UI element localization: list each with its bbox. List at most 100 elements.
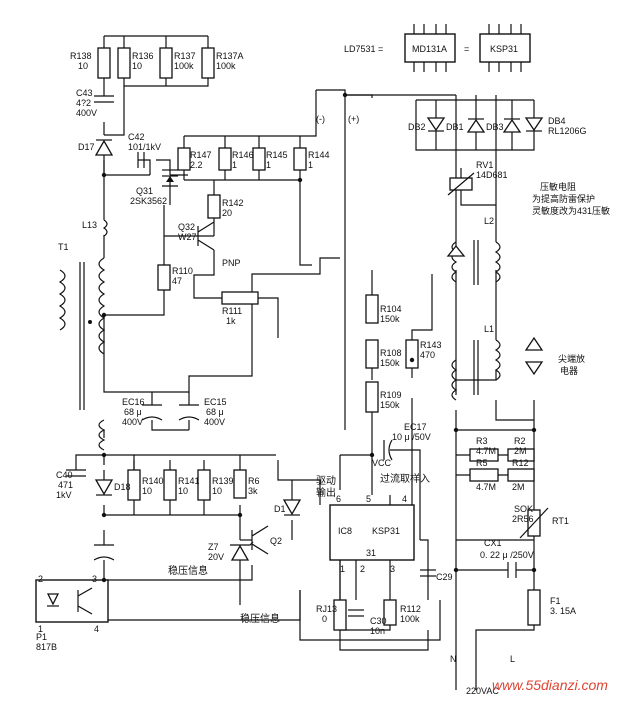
label-r110-value: 47 [172, 276, 182, 286]
label-c42-value: 101/1kV [128, 142, 161, 152]
resistor-r136 [117, 47, 131, 79]
wire-network [52, 35, 535, 690]
label-sok-value: 2R56 [512, 514, 534, 524]
resistor-r6 [233, 469, 247, 499]
label-r104: R104 [380, 304, 402, 314]
resistor-r141 [163, 469, 177, 501]
label-vcc: VCC [372, 458, 392, 468]
label-ec15: EC15 [204, 397, 227, 407]
label-r137: R137 [174, 51, 196, 61]
label-ksp31-box: KSP31 [490, 44, 518, 54]
label-r108-value: 150k [380, 358, 400, 368]
thermistor-rt1 [519, 507, 549, 539]
label-p1-pin2: 2 [38, 574, 43, 584]
label-plus: (+) [348, 114, 359, 124]
label-z7: Z7 [208, 542, 219, 552]
label-r2: R2 [514, 436, 526, 446]
label-c42: C42 [128, 132, 145, 142]
resistor-r140 [127, 469, 141, 501]
resistor-r142 [207, 194, 221, 219]
varistor-rv1 [447, 168, 496, 206]
transistor-q2 [240, 525, 269, 555]
junction-dots [101, 92, 537, 583]
inductor-l13 [102, 219, 108, 237]
zener-z7 [230, 541, 254, 561]
label-r5-value: 4.7M [476, 482, 496, 492]
label-pnp: PNP [222, 258, 241, 268]
label-r145: R145 [266, 150, 288, 160]
label-rt1: RT1 [552, 516, 569, 526]
resistor-r146 [218, 147, 232, 171]
label-t1: T1 [58, 242, 69, 252]
watermark-text: www.55dianzi.com [492, 677, 608, 693]
label-r112-value: 100k [400, 614, 420, 624]
inductor-l2 [446, 240, 501, 285]
resistor-r108 [365, 339, 379, 369]
chip-pins [413, 24, 522, 72]
label-ec16: EC16 [122, 397, 145, 407]
label-db2: DB2 [408, 122, 426, 132]
label-q2: Q2 [270, 536, 282, 546]
resistor-rj13 [333, 599, 347, 631]
resistor-r147 [177, 147, 191, 171]
label-ec16-value1: 68 μ [124, 407, 142, 417]
label-r141-value: 10 [178, 486, 188, 496]
label-drive2: 输出 [316, 486, 336, 499]
label-r108: R108 [380, 348, 402, 358]
resistor-r138 [97, 47, 111, 79]
label-r2-value: 2M [514, 446, 527, 456]
label-l2: L2 [484, 216, 494, 226]
chip-md131a [404, 33, 456, 63]
capacitor-c29 [420, 569, 436, 577]
label-cx1-value: 0. 22 μ /250V [480, 550, 534, 560]
label-l: L [510, 654, 515, 664]
label-voltage-info-1: 稳压信息 [168, 564, 208, 577]
label-r136-value: 10 [132, 61, 142, 71]
capacitor-output [93, 544, 115, 561]
label-r12-value: 2M [512, 482, 525, 492]
resistor-r111 [221, 291, 259, 305]
component-labels: R138 10 R136 10 R137 100k R137A 100k C43… [36, 44, 610, 696]
diode-db2 [426, 100, 446, 150]
label-varistor-note2: 为提高防雷保护 [532, 193, 595, 204]
capacitor-c30 [348, 609, 364, 617]
label-r137a: R137A [216, 51, 244, 61]
label-r109-value: 150k [380, 400, 400, 410]
label-r140: R140 [142, 476, 164, 486]
label-drive1: 驱动 [316, 475, 336, 487]
label-c30: C30 [370, 616, 387, 626]
label-ic-pin31: 31 [366, 548, 376, 558]
label-db1: DB1 [446, 122, 464, 132]
label-r146-value: 1 [232, 160, 237, 170]
diode-d1 [282, 499, 302, 516]
label-r137-value: 100k [174, 61, 194, 71]
label-r141: R141 [178, 476, 200, 486]
label-n: N [450, 654, 457, 664]
label-d17: D17 [78, 142, 95, 152]
label-ocp: 过流取样入 [380, 472, 430, 485]
label-r136: R136 [132, 51, 154, 61]
label-c43-value2: 400V [76, 108, 97, 118]
diode-d17 [94, 139, 114, 156]
optocoupler-p1 [35, 579, 109, 623]
label-r112: R112 [400, 604, 421, 614]
diode-db1 [466, 95, 486, 150]
label-r3: R3 [476, 436, 488, 446]
label-q31: Q31 [136, 186, 153, 196]
label-ic-pin4: 4 [402, 494, 407, 504]
label-p1-pin1: 1 [38, 624, 43, 634]
label-ld7531: LD7531 = [344, 44, 383, 54]
chip-ksp31 [479, 33, 531, 63]
label-c29: C29 [436, 572, 453, 582]
label-spark-gap2: 电器 [560, 365, 578, 376]
label-p1-value: 817B [36, 642, 57, 652]
label-r143: R143 [420, 340, 442, 350]
label-r111-value: 1k [226, 316, 236, 326]
label-l1: L1 [484, 324, 494, 334]
label-p1-pin3: 3 [92, 574, 97, 584]
label-r5: R5 [476, 458, 488, 468]
label-ic-pin1: 1 [340, 564, 345, 574]
label-r137a-value: 100k [216, 61, 236, 71]
label-r146: R146 [232, 150, 254, 160]
resistor-r137a [201, 47, 215, 79]
